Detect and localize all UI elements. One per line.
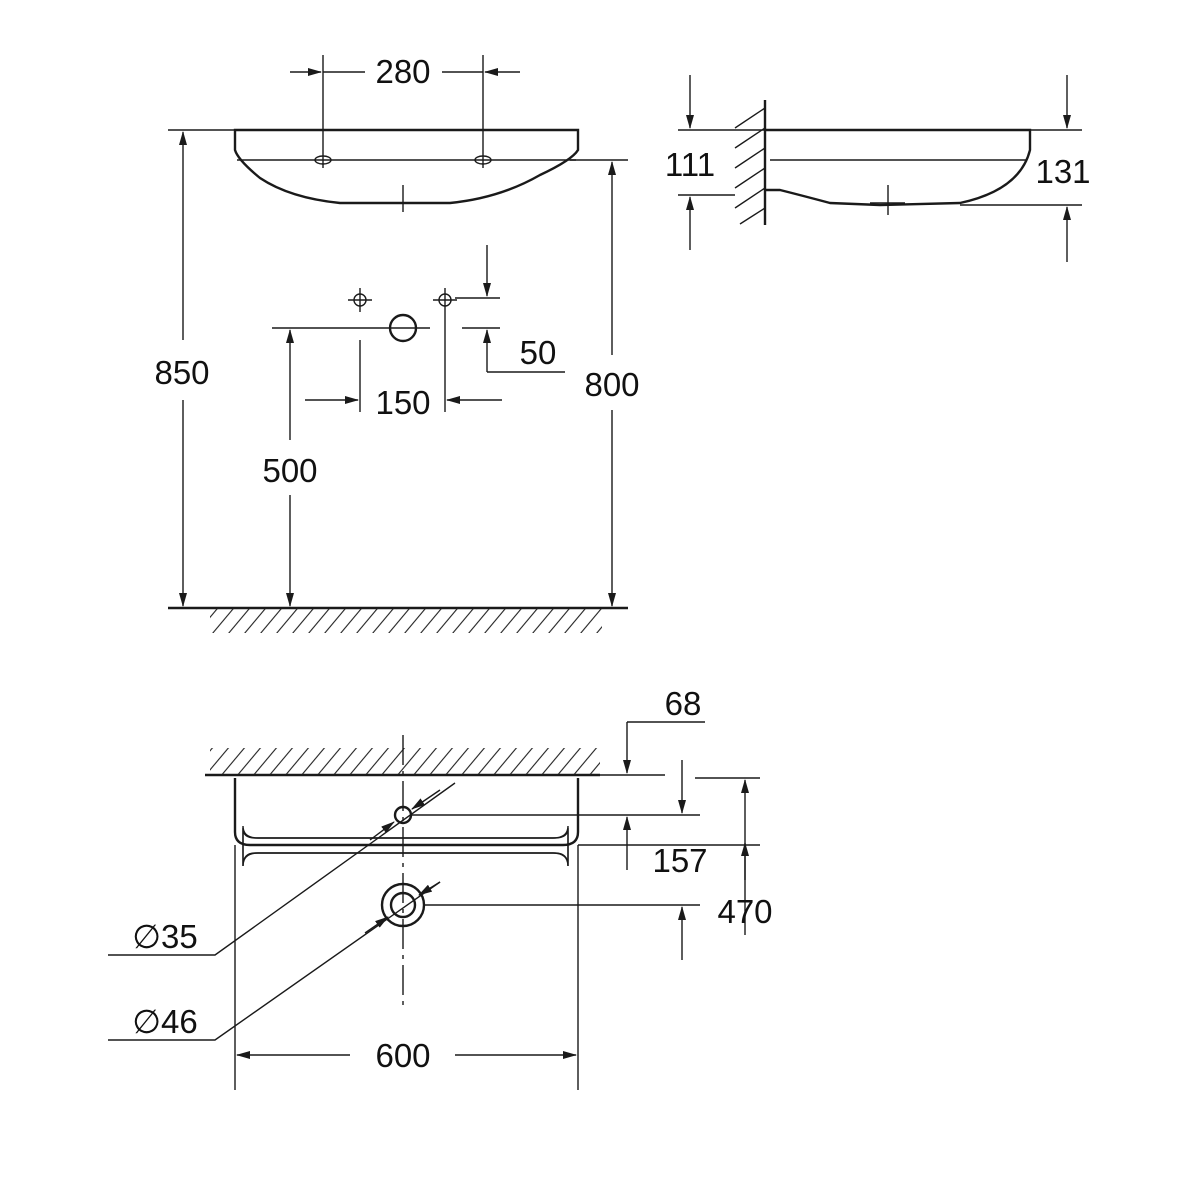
dim-470: 470 xyxy=(717,893,772,930)
floor-hatching xyxy=(210,609,602,633)
dim-850: 850 xyxy=(154,354,209,391)
dim-68: 68 xyxy=(665,685,702,722)
supply-right-icon xyxy=(433,288,457,312)
basin-top-outline xyxy=(233,778,580,847)
basin-front-outline xyxy=(233,128,580,205)
dim-800: 800 xyxy=(584,366,639,403)
side-view: 111 131 xyxy=(665,75,1091,262)
front-view: 280 850 800 500 150 xyxy=(154,53,640,633)
dim-600: 600 xyxy=(375,1037,430,1074)
top-view: 68 157 470 ∅35 ∅46 600 xyxy=(108,685,773,1090)
supply-left-icon xyxy=(348,288,372,312)
dim-50: 50 xyxy=(520,334,557,371)
dim-157: 157 xyxy=(652,842,707,879)
bowl-outline xyxy=(242,827,569,867)
dim-150: 150 xyxy=(375,384,430,421)
dim-500: 500 xyxy=(262,452,317,489)
drain-inner-icon xyxy=(389,891,417,919)
dim-280: 280 xyxy=(375,53,430,90)
dim-diameter-35: ∅35 xyxy=(132,918,197,955)
dim-111: 111 xyxy=(665,146,715,183)
dim-diameter-46: ∅46 xyxy=(132,1003,197,1040)
dim-131: 131 xyxy=(1035,153,1090,190)
wall-hatching-top xyxy=(210,748,600,774)
basin-side-outline xyxy=(765,128,1032,207)
